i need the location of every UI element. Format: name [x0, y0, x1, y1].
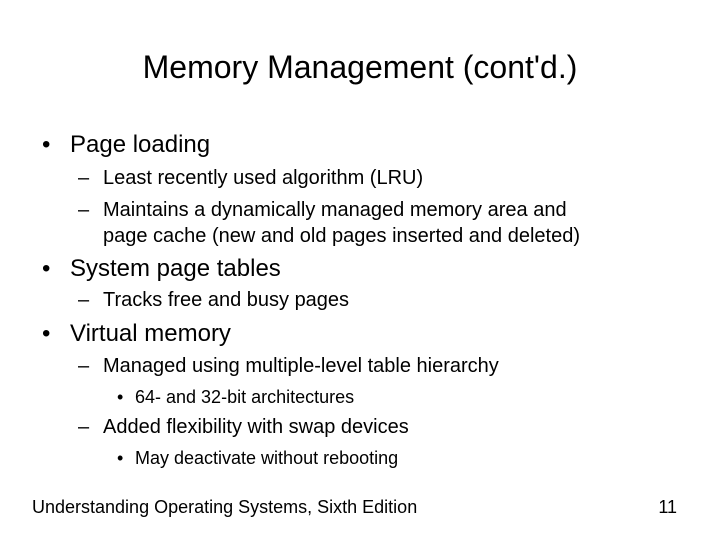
- sub-bullet-dash: –: [78, 289, 90, 311]
- sub-bullet-item: Maintains a dynamically managed memory a…: [103, 199, 567, 221]
- bullet-dot: •: [42, 131, 51, 158]
- sub-sub-bullet-item: 64- and 32-bit architectures: [135, 387, 355, 407]
- bullet-dot: •: [42, 255, 51, 282]
- sub-bullet-dash: –: [78, 167, 90, 189]
- sub-bullet-item: Tracks free and busy pages: [103, 289, 350, 311]
- sub-bullet-item: Managed using multiple-level table hiera…: [103, 355, 499, 377]
- sub-sub-bullet-dot: •: [117, 387, 124, 407]
- bullet-item: Page loading: [70, 131, 211, 158]
- slide-title: Memory Management (cont'd.): [142, 49, 578, 85]
- page-number: 11: [658, 497, 677, 517]
- sub-bullet-dash: –: [78, 355, 90, 377]
- sub-bullet-item: Least recently used algorithm (LRU): [103, 167, 424, 189]
- footer-source: Understanding Operating Systems, Sixth E…: [32, 497, 418, 517]
- sub-sub-bullet-item: May deactivate without rebooting: [135, 448, 399, 468]
- sub-bullet-dash: –: [78, 199, 90, 221]
- bullet-item: System page tables: [70, 255, 281, 282]
- sub-bullet-dash: –: [78, 416, 90, 438]
- bullet-item: Virtual memory: [70, 320, 231, 347]
- sub-bullet-item: Added flexibility with swap devices: [103, 416, 409, 438]
- bullet-dot: •: [42, 320, 51, 347]
- sub-bullet-item-continued: page cache (new and old pages inserted a…: [103, 225, 581, 247]
- sub-sub-bullet-dot: •: [117, 448, 124, 468]
